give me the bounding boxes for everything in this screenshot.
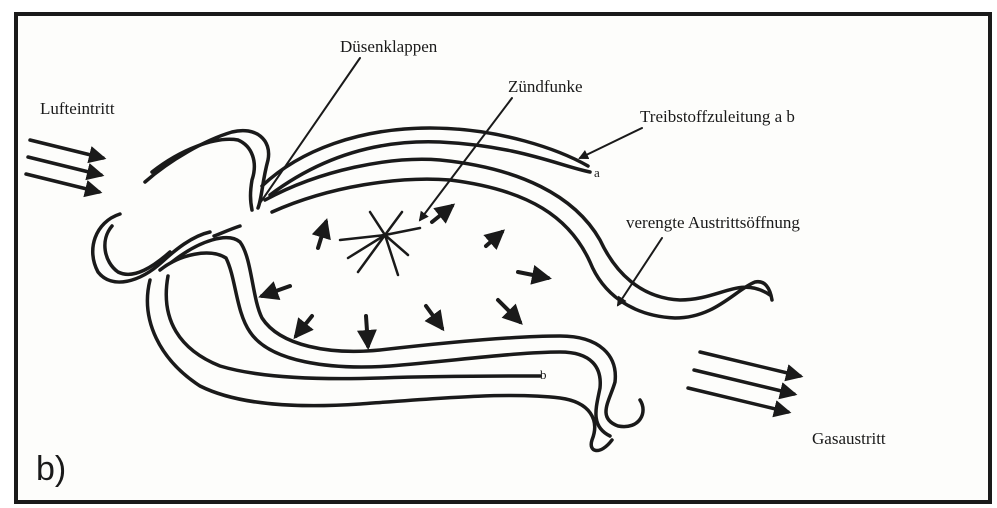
fuel-line-label: Treibstoffzuleitung a b	[640, 108, 795, 125]
fuel-line-b-label: b	[540, 368, 547, 381]
fuel-line-b	[166, 276, 540, 379]
nozzle-flaps-label: Düsenklappen	[340, 38, 437, 55]
panel-label: b)	[36, 452, 66, 486]
gas-outlet-label: Gasaustritt	[812, 430, 886, 447]
ignition-spark-label: Zündfunke	[508, 78, 583, 95]
narrowed-outlet-label: verengte Austrittsöffnung	[626, 214, 800, 231]
air-inlet-label: Lufteintritt	[40, 100, 115, 117]
fuel-line-a-label: a	[594, 166, 600, 179]
expansion-arrows	[262, 206, 548, 346]
gas-outlet-arrows	[688, 352, 800, 412]
ignition-spark	[340, 212, 420, 275]
upper-flap	[145, 131, 269, 210]
air-inlet-arrows	[26, 140, 103, 192]
lower-flap	[93, 214, 240, 282]
